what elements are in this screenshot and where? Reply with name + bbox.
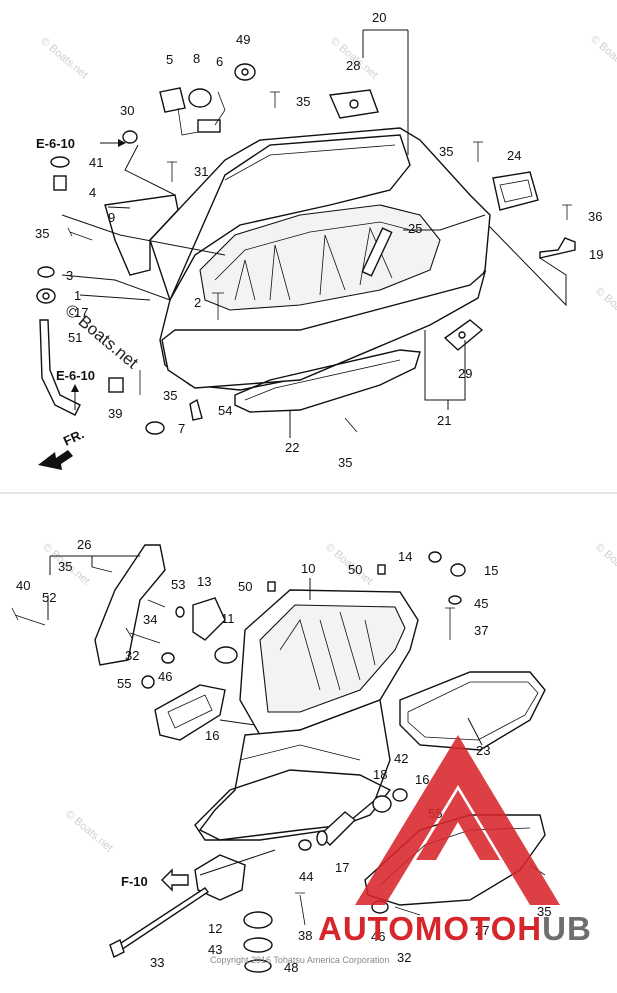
ref-f-10: F-10	[121, 874, 148, 889]
callout-40: 40	[16, 578, 30, 593]
ref-f10: F-10	[121, 868, 189, 892]
callout-26: 26	[77, 537, 91, 552]
callout-25: 25	[408, 221, 422, 236]
callout-30: 30	[120, 103, 134, 118]
callout-6: 6	[216, 54, 223, 69]
callout-49: 49	[236, 32, 250, 47]
bottom-labels: 26 35 40 52 53 13 50 10 50 14 15 34 11 4…	[16, 537, 551, 975]
watermark: © Boats.net	[63, 808, 115, 854]
copyright-text: Copyright 2016 Tohatsu America Corporati…	[210, 955, 389, 965]
callout-7: 7	[178, 421, 185, 436]
callout-9: 9	[108, 210, 115, 225]
callout-35: 35	[296, 94, 310, 109]
callout-8: 8	[193, 51, 200, 66]
callout-55: 55	[117, 676, 131, 691]
callout-24: 24	[507, 148, 521, 163]
callout-35: 35	[439, 144, 453, 159]
ref-e-6-10-mid: E-6-10	[56, 368, 95, 383]
callout-31: 31	[194, 164, 208, 179]
callout-27: 27	[475, 923, 489, 938]
callout-11: 11	[221, 611, 235, 626]
callout-15: 15	[484, 563, 498, 578]
callout-34: 34	[143, 612, 157, 627]
ref-arrows-top	[71, 139, 126, 410]
callout-10: 10	[301, 561, 315, 576]
watermark: © Boats.net	[593, 285, 617, 331]
callout-43: 43	[208, 942, 222, 957]
callout-52: 52	[42, 590, 56, 605]
callout-17: 17	[74, 305, 88, 320]
callout-29: 29	[458, 366, 472, 381]
automotohub-logo: AUTOMOTOHUB	[318, 735, 592, 947]
callout-32: 32	[125, 648, 139, 663]
callout-37: 37	[474, 623, 488, 638]
callout-46: 46	[371, 929, 385, 944]
callout-2: 2	[194, 295, 201, 310]
callout-46: 46	[158, 669, 172, 684]
logo-text: AUTOMOTOHUB	[318, 910, 592, 947]
watermark: © Boats.net	[588, 33, 617, 79]
callout-13: 13	[197, 574, 211, 589]
callout-3: 3	[66, 268, 73, 283]
callout-16: 16	[415, 772, 429, 787]
callout-12: 12	[208, 921, 222, 936]
callout-45: 45	[474, 596, 488, 611]
callout-36: 36	[588, 209, 602, 224]
callout-18: 18	[373, 767, 387, 782]
callout-1: 1	[74, 288, 81, 303]
callout-51: 51	[68, 330, 82, 345]
callout-54: 54	[218, 403, 232, 418]
callout-35: 35	[537, 904, 551, 919]
callout-39: 39	[108, 406, 122, 421]
callout-21: 21	[437, 413, 451, 428]
callout-16: 16	[205, 728, 219, 743]
callout-28: 28	[346, 58, 360, 73]
watermark: © Boats.net	[38, 35, 90, 81]
callout-50: 50	[348, 562, 362, 577]
callout-41: 41	[89, 155, 103, 170]
callout-19: 19	[589, 247, 603, 262]
front-arrow: FR.	[38, 426, 86, 470]
callout-53: 53	[171, 577, 185, 592]
callout-50: 50	[238, 579, 252, 594]
top-labels: 20 49 5 8 6 28 35 30 E-6-10 41 4 31 9 35…	[35, 10, 603, 470]
callout-22: 22	[285, 440, 299, 455]
callout-42: 42	[394, 751, 408, 766]
callout-32: 32	[397, 950, 411, 965]
callout-17: 17	[335, 860, 349, 875]
callout-5: 5	[166, 52, 173, 67]
drive-shaft-housing-drawing	[11, 544, 546, 973]
bottom-cowl-drawing	[36, 29, 576, 438]
front-label: FR.	[61, 426, 86, 448]
callout-38: 38	[298, 928, 312, 943]
callout-35: 35	[58, 559, 72, 574]
callout-4: 4	[89, 185, 96, 200]
callout-14: 14	[398, 549, 412, 564]
callout-44: 44	[299, 869, 313, 884]
watermark: © Boats.net	[593, 541, 617, 587]
callout-48: 48	[284, 960, 298, 975]
callout-23: 23	[476, 743, 490, 758]
ref-e-6-10-top: E-6-10	[36, 136, 75, 151]
callout-35: 35	[338, 455, 352, 470]
callout-20: 20	[372, 10, 386, 25]
callout-35: 35	[163, 388, 177, 403]
callout-35: 35	[35, 226, 49, 241]
callout-33: 33	[150, 955, 164, 970]
